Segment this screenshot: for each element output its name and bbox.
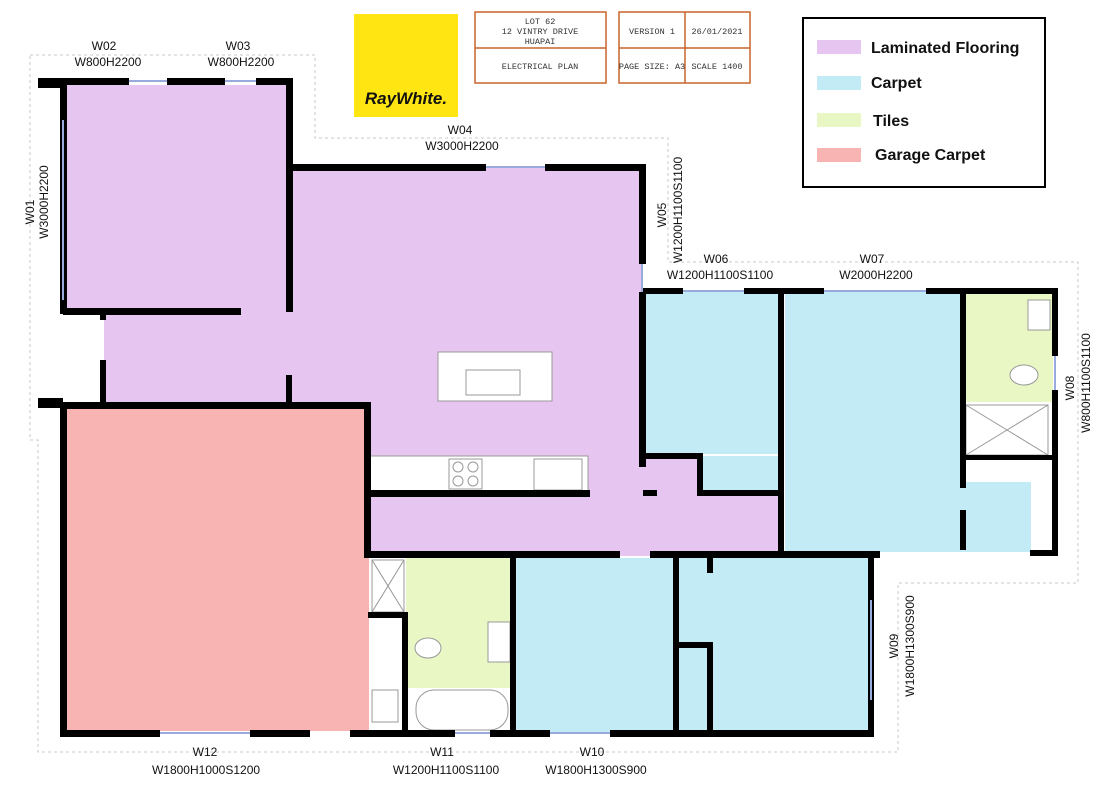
- burner-icon: [467, 461, 479, 473]
- ensuite-toilet-icon: [1009, 364, 1039, 386]
- bedroom-2-carpet: [646, 292, 781, 454]
- w12-size: W1800H1000S1200: [152, 763, 260, 777]
- legend-swatch-laminated: [817, 40, 861, 54]
- lot-number: LOT 62: [525, 17, 556, 27]
- w01-size: W3000H2200: [37, 165, 51, 239]
- w05-size: W1200H1100S1100: [671, 157, 685, 264]
- w07-id: W07: [860, 252, 885, 266]
- ensuite-vanity: [1027, 299, 1051, 331]
- w04-id: W04: [448, 123, 473, 137]
- w11-id: W11: [430, 745, 454, 759]
- bedroom-4-robe-carpet: [712, 558, 870, 732]
- w12-id: W12: [193, 745, 218, 759]
- w10-size: W1800H1300S900: [545, 763, 647, 777]
- w05-id: W05: [655, 202, 669, 227]
- w06-id: W06: [704, 252, 729, 266]
- kitchen-bench: [369, 455, 589, 494]
- shower-cross: [965, 404, 1049, 456]
- floor-areas: [63, 85, 1053, 732]
- w02-size: W800H2200: [75, 55, 142, 69]
- bedroom-1-laminated: [63, 85, 290, 311]
- legend-label-laminated: Laminated Flooring: [871, 40, 1019, 57]
- w08-size: W800H1100S1100: [1079, 333, 1093, 433]
- w09-size: W1800H1300S900: [903, 595, 917, 697]
- burner-icon: [452, 461, 464, 473]
- w06-size: W1200H1100S1100: [667, 268, 774, 282]
- walk-in-robe-carpet: [963, 482, 1031, 552]
- legend-swatch-tiles: [817, 113, 861, 127]
- legend-label-carpet: Carpet: [871, 75, 922, 92]
- master-bedroom-carpet: [785, 292, 963, 552]
- w04-size: W3000H2200: [425, 139, 499, 153]
- bathtub-icon: [415, 689, 509, 731]
- bedroom-2-wardrobe-carpet: [701, 456, 781, 494]
- logo-text: RayWhite.: [365, 89, 447, 108]
- w03-id: W03: [226, 39, 251, 53]
- date: 26/01/2021: [691, 27, 742, 37]
- scale: SCALE 1400: [691, 62, 742, 72]
- island-sink: [465, 369, 521, 396]
- fixtures: [369, 299, 1051, 731]
- garage-carpet: [63, 406, 369, 731]
- title-block: LOT 62 12 VINTRY DRIVE HUAPAI ELECTRICAL…: [474, 11, 751, 84]
- bedroom-3-carpet: [515, 558, 675, 732]
- suburb: HUAPAI: [525, 37, 556, 47]
- laundry-tub: [371, 689, 399, 723]
- version: VERSION 1: [629, 27, 675, 37]
- bathroom-vanity: [487, 621, 511, 663]
- legend-label-tiles: Tiles: [873, 113, 909, 130]
- page-size: PAGE SIZE: A3: [619, 62, 685, 72]
- entry-laminated: [104, 311, 304, 404]
- hallway-laminated: [370, 496, 782, 556]
- w11-size: W1200H1100S1100: [393, 763, 500, 777]
- window-labels: W02 W800H2200 W03 W800H2200 W04 W3000H22…: [23, 39, 1093, 777]
- burner-icon: [467, 475, 479, 487]
- w02-id: W02: [92, 39, 117, 53]
- shower-cross: [371, 559, 405, 613]
- w03-size: W800H2200: [208, 55, 275, 69]
- kitchen-island: [437, 351, 553, 402]
- w10-id: W10: [580, 745, 605, 759]
- legend-swatch-carpet: [817, 76, 861, 90]
- legend: Laminated Flooring Carpet Tiles Garage C…: [802, 17, 1046, 188]
- hall-nook-laminated: [643, 458, 701, 496]
- plan-name: ELECTRICAL PLAN: [502, 62, 579, 72]
- w09-id: W09: [887, 633, 901, 658]
- bathroom-toilet-icon: [414, 637, 442, 659]
- glazing: [62, 80, 1056, 734]
- w08-id: W08: [1063, 375, 1077, 400]
- cooktop: [448, 458, 483, 490]
- burner-icon: [452, 475, 464, 487]
- address: 12 VINTRY DRIVE: [502, 27, 579, 37]
- raywhite-logo: RayWhite.: [354, 14, 458, 117]
- legend-label-garage: Garage Carpet: [875, 147, 986, 164]
- site-outline: [29, 54, 1079, 753]
- w01-id: W01: [23, 199, 37, 224]
- legend-swatch-garage: [817, 148, 861, 162]
- w07-size: W2000H2200: [839, 268, 913, 282]
